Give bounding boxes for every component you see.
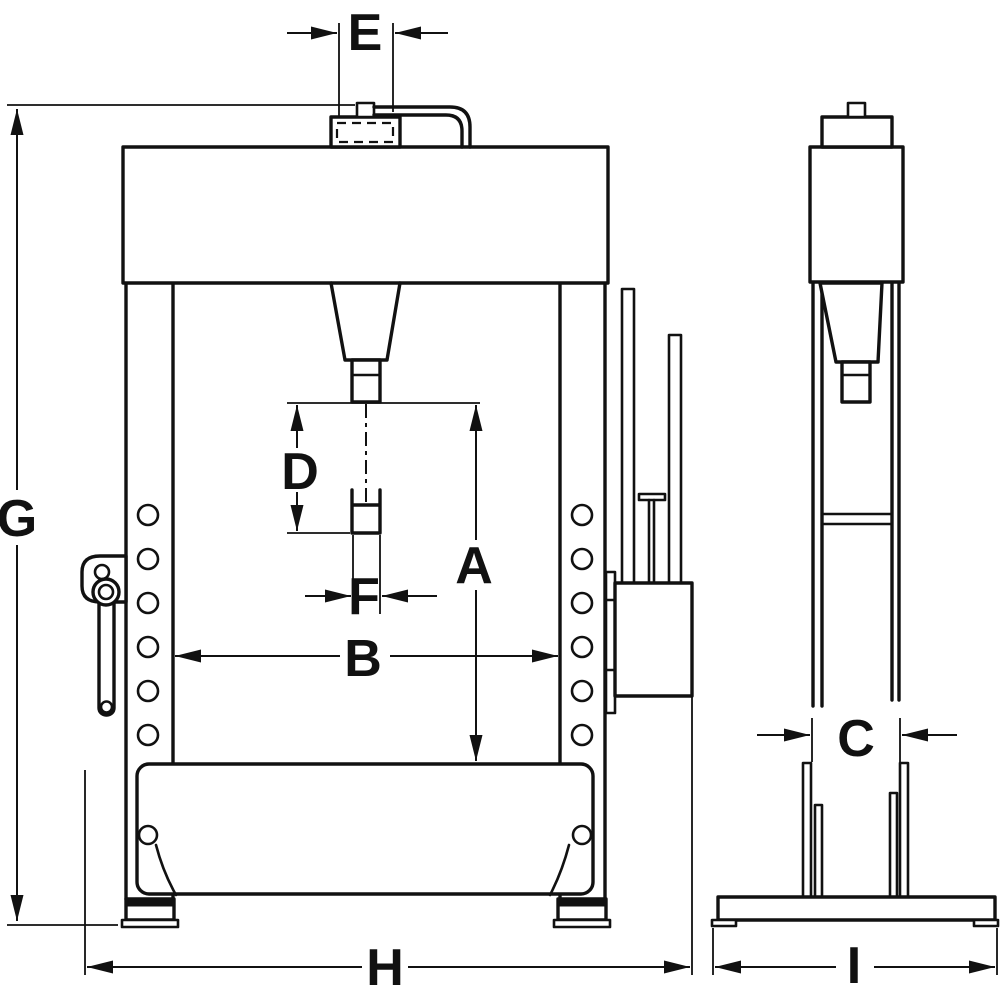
- pump-rod: [667, 333, 683, 585]
- base-flange-right: [972, 918, 1000, 928]
- side-view: [710, 101, 1000, 928]
- carry-handle: [372, 105, 472, 149]
- lever-handle: [97, 590, 116, 717]
- side-cylinder-cap: [820, 115, 894, 149]
- dimension-b: B: [175, 630, 558, 688]
- press-block: [350, 488, 382, 535]
- work-table: [135, 762, 595, 897]
- side-table-plates: [801, 761, 910, 899]
- dimension-f: F: [305, 535, 437, 626]
- cylinder-cap: [329, 101, 402, 149]
- dimension-label-a: A: [455, 537, 493, 595]
- dimensions: E G D A F: [0, 4, 998, 997]
- table-pin-left: [137, 824, 159, 846]
- dimension-label-c: C: [837, 710, 875, 768]
- side-cap-nub: [846, 101, 867, 119]
- piston: [350, 358, 382, 404]
- side-crossmember: [820, 512, 894, 526]
- side-base: [710, 895, 1000, 928]
- dimension-label-f: F: [348, 568, 380, 626]
- dimension-e: E: [287, 4, 448, 118]
- side-ram: [818, 281, 884, 404]
- dimension-label-g: G: [0, 490, 37, 548]
- mounting-holes: [136, 503, 594, 747]
- dimension-a: A: [455, 405, 493, 761]
- pump-assembly: [604, 287, 694, 715]
- release-t-handle: [637, 492, 667, 502]
- pump-lever-rod: [620, 287, 636, 585]
- dimension-d: D: [281, 402, 480, 534]
- dimension-label-i: I: [847, 937, 861, 995]
- hidden-ram-outline: [335, 121, 395, 144]
- dimension-c: C: [757, 710, 957, 768]
- table-pin-right: [571, 824, 593, 846]
- ram: [329, 281, 402, 503]
- foot-right: [552, 897, 612, 929]
- dimension-g: G: [0, 104, 355, 926]
- winch-lever: [80, 554, 128, 717]
- table-hooks: [154, 843, 571, 897]
- front-view: [80, 101, 694, 929]
- dimension-label-e: E: [348, 4, 383, 62]
- pump-body: [613, 581, 694, 698]
- head-crossbar: [121, 145, 610, 285]
- side-columns: [811, 280, 901, 708]
- cap-nub: [355, 101, 376, 119]
- dimension-i: I: [712, 928, 998, 995]
- dimension-label-h: H: [366, 939, 404, 997]
- side-cylinder-body: [808, 145, 905, 284]
- dimension-h: H: [84, 696, 693, 997]
- dimension-label-b: B: [344, 630, 382, 688]
- dimension-label-d: D: [281, 443, 319, 501]
- base-flange-left: [710, 918, 738, 928]
- foot-left: [120, 897, 180, 929]
